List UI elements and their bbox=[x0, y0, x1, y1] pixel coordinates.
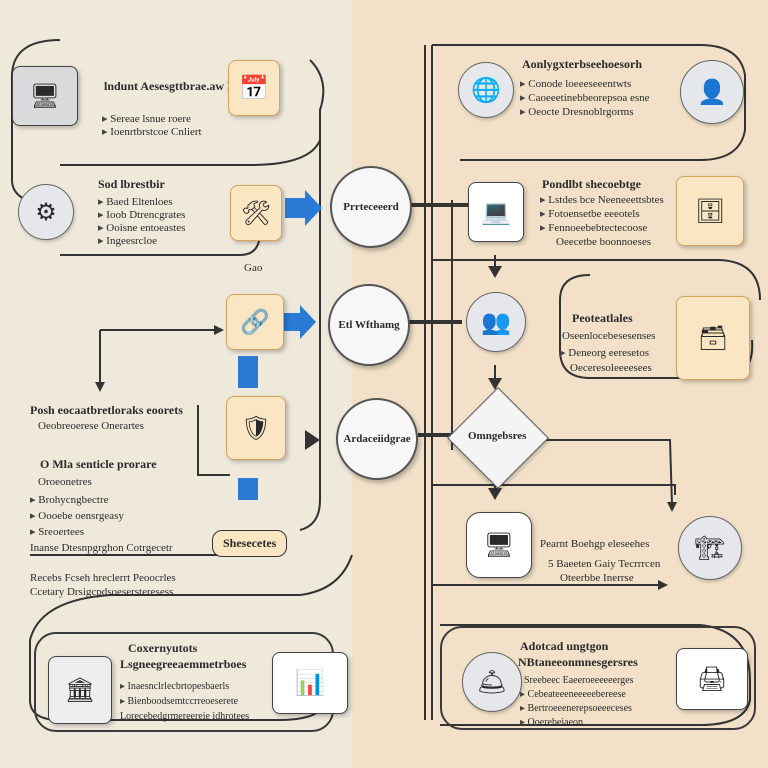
right-bottom-line: Sreebeec Eaeeroeeeeeerges bbox=[524, 675, 634, 686]
left-bottom-subtitle: Lsgneegreeaemmetrboes bbox=[120, 657, 247, 671]
dashboard-icon: 📊 bbox=[272, 652, 348, 714]
right-block4-line: 5 Baeeten Gaiy Tecrrrcen bbox=[548, 558, 661, 570]
calendar-icon: 📅 bbox=[228, 60, 280, 116]
right-bottom-subtitle: NBtaneeonmnesgersres bbox=[518, 655, 638, 669]
left-block5-line: Recebs Fcseh hreclerrt Peoocrles bbox=[30, 572, 176, 584]
right-block2-line: Fotoensetbe eeeotels bbox=[540, 208, 639, 221]
left-block2-line: Ingeesrcloe bbox=[98, 235, 157, 248]
left-bottom-line: Inaesnclrlecbrtopesbaerls bbox=[120, 680, 230, 693]
right-block4-title: Pearnt Boehgp eleseehes bbox=[540, 538, 650, 550]
left-bottom-line: Bienboodsemtccrreoeserete bbox=[120, 695, 239, 708]
left-block4-line: Sreoertees bbox=[30, 526, 84, 539]
network-icon: 🔗 bbox=[226, 294, 284, 350]
speech-bubble: Shesecetes bbox=[212, 530, 288, 557]
left-block1-line: Ioenrtbrstcoe Cnliert bbox=[102, 126, 201, 139]
tool-icon: 🛠 bbox=[230, 185, 282, 241]
hub-circle: Prrteceeerd bbox=[330, 166, 412, 248]
left-block4-subtitle: Oroeonetres bbox=[38, 476, 92, 488]
right-block3-line: Oseenlocebesesenses bbox=[562, 330, 656, 342]
right-block2-line: Oeecetbe boonnoeses bbox=[556, 236, 651, 248]
right-bottom-line: Cebeateeeneeeeebereese bbox=[520, 688, 626, 701]
left-block4-title: O Mla senticle prorare bbox=[40, 457, 157, 471]
left-block1-line: Sereae lsnue roere bbox=[102, 113, 191, 126]
support-icon: 🛎 bbox=[462, 652, 522, 712]
right-block3-line: Deneorg eeresetos bbox=[560, 347, 649, 360]
user-icon: 👤 bbox=[680, 60, 744, 124]
right-block3-line: Oeceresoleeeesees bbox=[570, 362, 652, 374]
right-block2-title: Pondlbt shecoebtge bbox=[542, 177, 641, 191]
globe-icon: 🌐 bbox=[458, 62, 514, 118]
left-block2-line: Baed Eltenloes bbox=[98, 196, 172, 209]
right-block2-line: Lstdes bce Neeneeettsbtes bbox=[540, 194, 663, 207]
right-block2-line: Fennoeebebtectecoose bbox=[540, 222, 647, 235]
left-block4-line: Brohycngbectre bbox=[30, 494, 108, 507]
gap-label: Gao bbox=[244, 262, 263, 274]
shield-icon: 🛡 bbox=[226, 396, 286, 460]
right-block1-line: Oeocte Dresnoblrgorms bbox=[520, 106, 633, 119]
left-block5-line: Ccetary Drsigcpdsoesersteresess bbox=[30, 586, 174, 598]
left-block4-line: Inanse Dtesnpgrghon Cotrgecetr bbox=[30, 542, 173, 554]
server-icon: 🗄 bbox=[676, 176, 744, 246]
left-bottom-title: Coxernyutots bbox=[128, 641, 198, 655]
right-block1-line: Conode loeeeseeentwts bbox=[520, 78, 631, 91]
right-bottom-title: Adotcad ungtgon bbox=[520, 639, 609, 653]
right-block3-title: Peoteatlales bbox=[572, 311, 633, 325]
right-bottom-line: Bertroeeenerepsoeeeceses bbox=[520, 702, 632, 715]
left-block3-line: Oeobreoerese Onerartes bbox=[38, 420, 144, 432]
workstation-icon: 💻 bbox=[468, 182, 524, 242]
dashboard-screen-icon: 🖥 bbox=[466, 512, 532, 578]
right-bottom-line: Ooerebeiaeon bbox=[520, 716, 584, 729]
rack-icon: 🗃 bbox=[676, 296, 750, 380]
left-block2-title: Sod lbrestbir bbox=[98, 177, 165, 191]
right-background bbox=[352, 0, 768, 768]
left-block2-line: Ooisne entoeastes bbox=[98, 222, 185, 235]
right-block1-title: Aonlygxterbseehoesorh bbox=[522, 57, 642, 71]
left-block3-title: Posh eocaatbretloraks eoorets bbox=[30, 403, 183, 417]
building-icon: 🏛 bbox=[48, 656, 112, 724]
right-bottom-panel bbox=[440, 626, 756, 730]
right-block1-line: Caoeeetinebbeorepsoa esne bbox=[520, 92, 649, 105]
left-block4-line: Oooebe oensrgeasy bbox=[30, 510, 124, 523]
decision-label: Omngebsres bbox=[468, 430, 527, 442]
hub-circle: Ardaceiidgrae bbox=[336, 398, 418, 480]
gear-icon: ⚙ bbox=[18, 184, 74, 240]
right-block4-line: Oteerbbe Inerrse bbox=[560, 572, 634, 584]
left-block2-line: Ioob Dtrencgrates bbox=[98, 209, 185, 222]
hub-circle: Etl Wfthamg bbox=[328, 284, 410, 366]
left-bottom-line: Lorecebedgrmereereie idhrotees bbox=[120, 711, 250, 722]
crane-icon: 🏗 bbox=[678, 516, 742, 580]
monitor-icon: 🖥 bbox=[12, 66, 78, 126]
left-block1-title: lndunt Aesesgttbrae.aw P bbox=[104, 79, 235, 93]
team-icon: 👥 bbox=[466, 292, 526, 352]
printer-icon: 🖨 bbox=[676, 648, 748, 710]
